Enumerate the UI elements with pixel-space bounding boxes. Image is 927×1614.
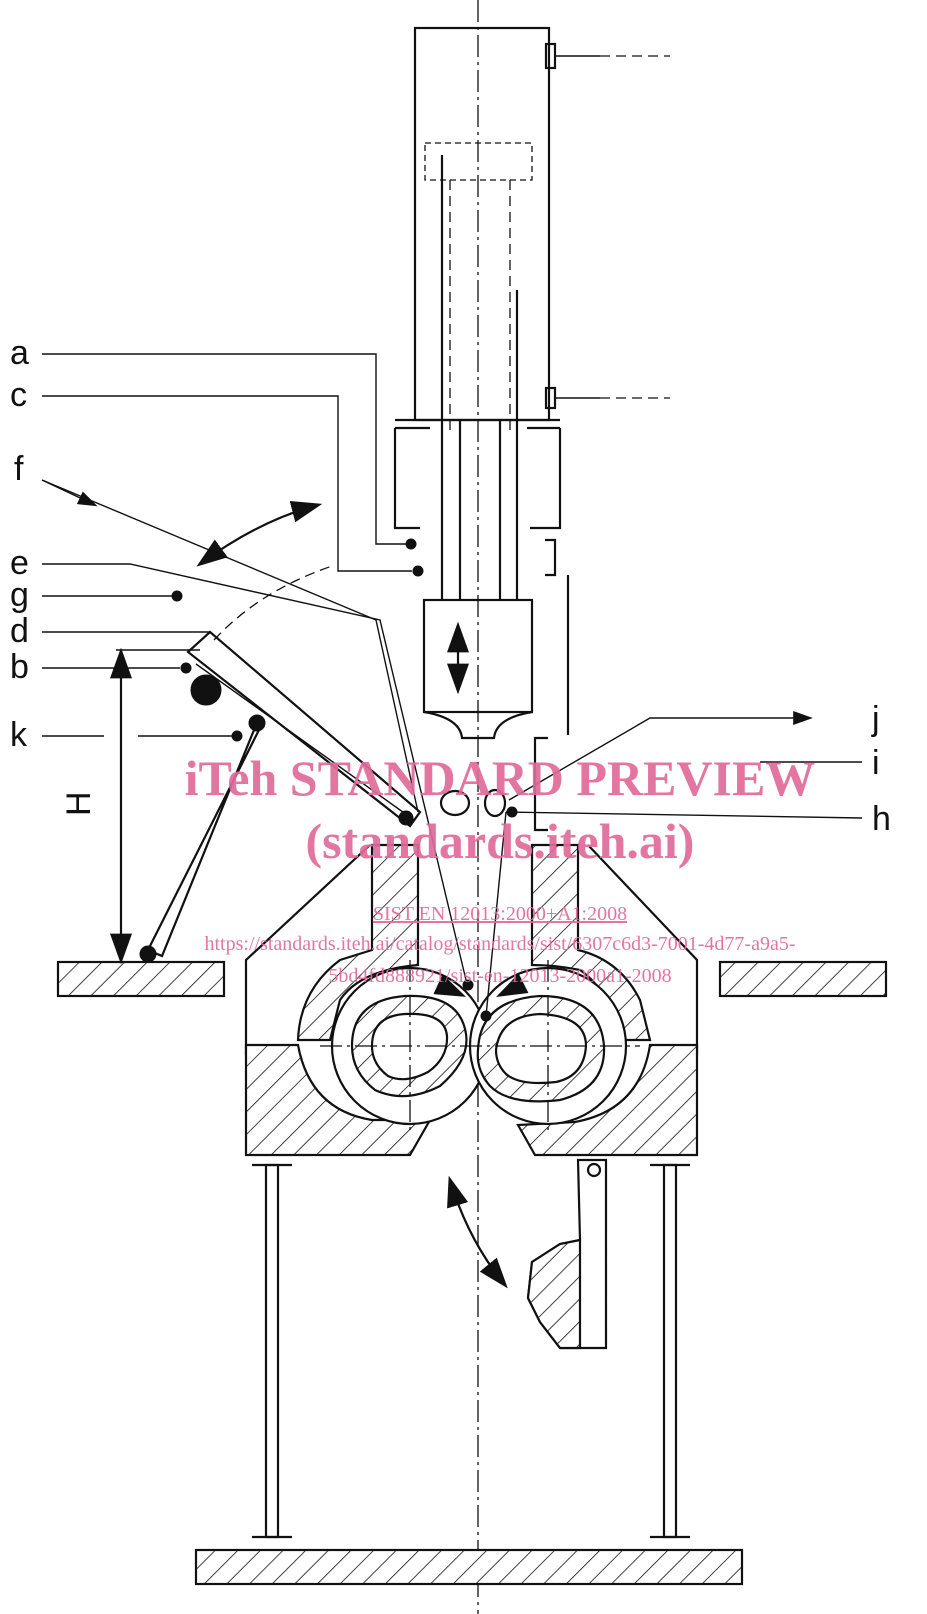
lower-flap xyxy=(447,1158,608,1350)
watermark-url-line2[interactable]: 5bd4fd888921/sist-en-12013-2000a1-2008 xyxy=(328,965,671,987)
watermark-title: iTeh STANDARD PREVIEW xyxy=(185,750,816,806)
label-d: d xyxy=(10,612,29,650)
label-c: c xyxy=(10,376,27,414)
watermark-url-line1[interactable]: https://standards.iteh.ai/catalog/standa… xyxy=(205,933,796,955)
leader-lines xyxy=(41,353,863,1017)
label-g: g xyxy=(10,576,29,614)
opening-right xyxy=(483,788,507,818)
opening-left xyxy=(439,789,471,817)
watermark-site: (standards.iteh.ai) xyxy=(306,813,695,869)
label-j: j xyxy=(871,700,880,738)
floor-upper xyxy=(56,960,888,998)
label-a: a xyxy=(10,334,29,372)
watermark: iTeh STANDARD PREVIEW (standards.iteh.ai… xyxy=(185,750,816,987)
tilting-guard xyxy=(139,564,422,963)
label-H: H xyxy=(60,791,98,816)
rotation-arrow-upper xyxy=(196,500,323,567)
roller-housing xyxy=(244,843,699,1157)
watermark-standard[interactable]: SIST EN 12013:2000+A1:2008 xyxy=(373,903,627,925)
label-h: h xyxy=(872,800,891,838)
support-legs xyxy=(252,1163,690,1539)
label-b: b xyxy=(10,648,29,686)
label-e: e xyxy=(10,544,29,582)
upper-ram-assembly xyxy=(393,26,670,740)
label-k: k xyxy=(10,716,28,754)
side-wall-right xyxy=(533,736,548,832)
floor-lower xyxy=(194,1548,744,1586)
label-f: f xyxy=(14,450,24,488)
label-i: i xyxy=(872,744,880,782)
